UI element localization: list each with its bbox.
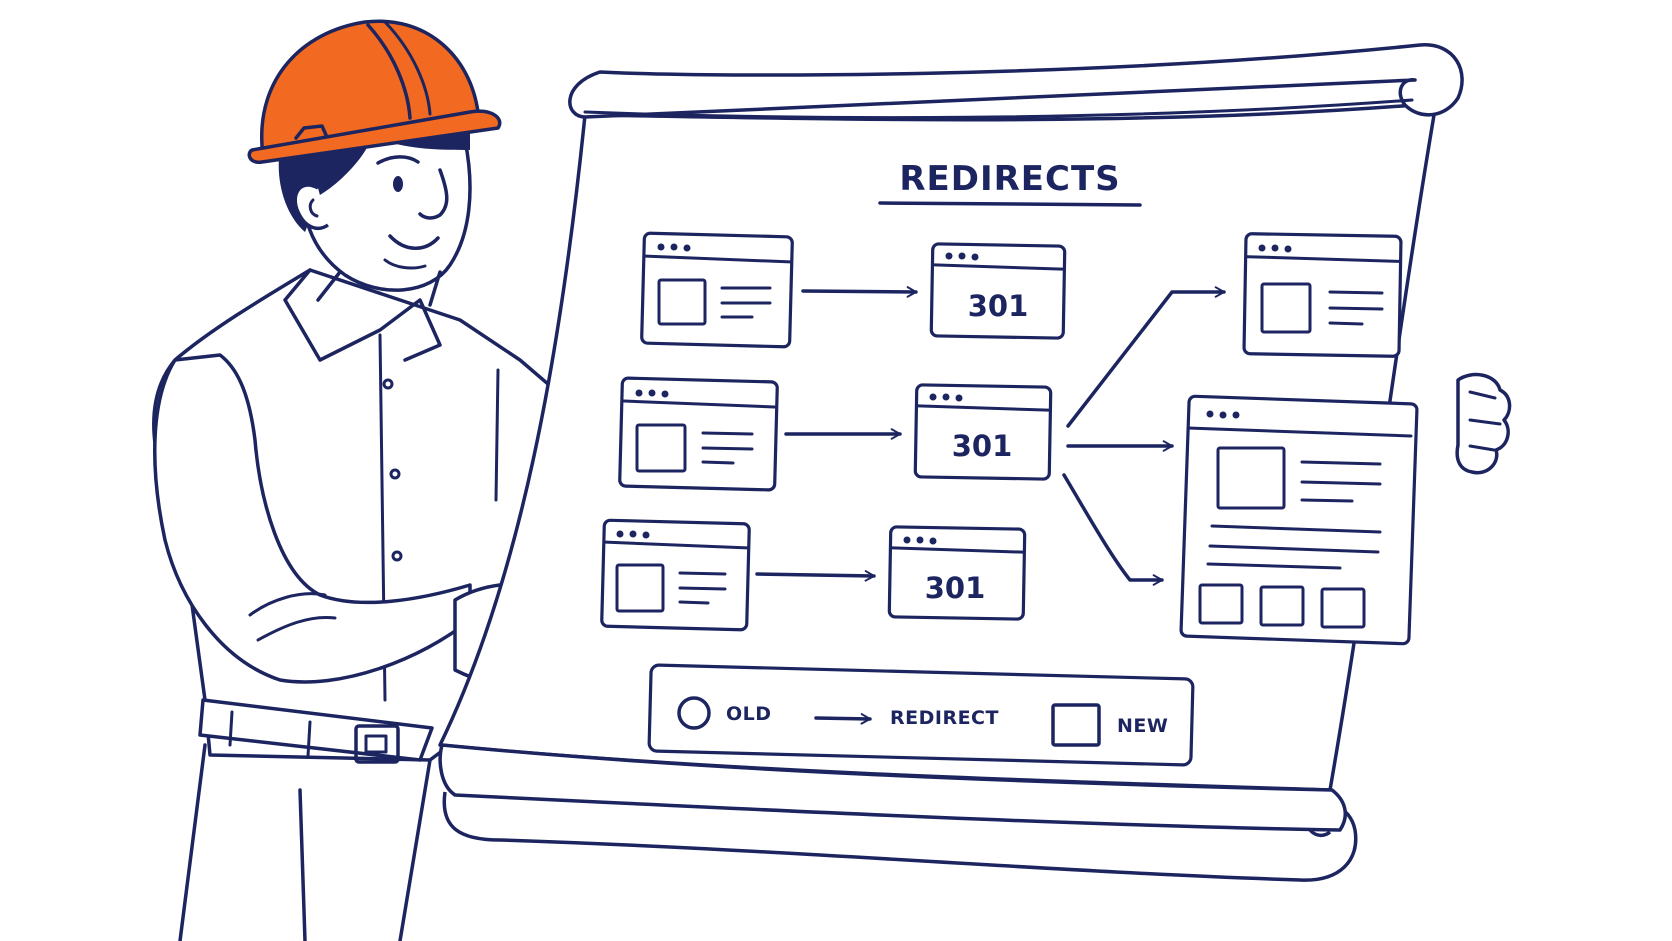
sleeve-cuff — [248, 592, 337, 642]
right-hand — [1455, 372, 1512, 475]
title-underline — [878, 201, 1142, 207]
finger-line — [1468, 390, 1502, 452]
legend-box — [647, 663, 1195, 767]
hard-hat-ridge — [383, 20, 432, 116]
legend-redirect-icon — [814, 713, 872, 725]
hard-hat-dome — [260, 19, 480, 152]
legend-new-icon — [1051, 703, 1101, 747]
legend: OLD REDIRECT NEW — [647, 663, 1195, 767]
scroll-bottom-lip — [438, 743, 1348, 832]
redirect-diagram: REDIRECTS — [600, 159, 1419, 767]
legend-old-icon — [677, 696, 711, 730]
hard-hat-ridge — [366, 23, 412, 120]
shirt-fold — [494, 368, 500, 502]
belt-buckle — [354, 724, 400, 764]
arrow-old3-to-301 — [755, 570, 876, 582]
redirect-code-3: 301 — [925, 571, 986, 605]
old-page-1 — [640, 231, 794, 349]
hard-hat-brim — [247, 109, 502, 164]
old-page-2 — [618, 376, 779, 492]
redirect-code-1: 301 — [968, 289, 1029, 323]
diagram-title: REDIRECTS — [899, 159, 1120, 199]
hair — [278, 130, 470, 232]
chin — [383, 258, 427, 270]
shirt-button — [382, 378, 394, 390]
old-page-3 — [600, 518, 751, 632]
neck — [316, 270, 442, 307]
redirect-box-2: 301 — [913, 383, 1053, 481]
engineer-figure — [152, 19, 592, 941]
belt — [198, 698, 434, 762]
belt-buckle-inner — [364, 734, 388, 754]
pants — [178, 743, 432, 941]
scroll-top-roll — [568, 43, 1464, 119]
hard-hat-clip — [294, 124, 328, 140]
arrow-301-to-new1 — [1066, 286, 1226, 428]
redirect-arrows — [755, 286, 1226, 586]
new-page-1 — [1242, 232, 1403, 358]
ear-inner — [308, 198, 319, 218]
legend-old-label: OLD — [726, 703, 772, 725]
eye — [393, 176, 403, 192]
redirect-box-1: 301 — [929, 242, 1067, 340]
shirt-collar — [283, 268, 442, 362]
arrow-301-to-new2-lower — [1062, 473, 1164, 586]
redirect-box-3: 301 — [887, 525, 1027, 621]
legend-redirect-label: REDIRECT — [890, 707, 999, 729]
shirt-button — [391, 550, 403, 562]
arrow-old1-to-301 — [801, 286, 918, 298]
redirect-code-2: 301 — [952, 429, 1013, 463]
mouth — [388, 234, 440, 250]
belt-loop — [228, 710, 312, 758]
legend-new-label: NEW — [1117, 715, 1168, 737]
hard-hat — [247, 19, 502, 164]
shirt-button — [389, 468, 401, 480]
scroll-top-edge — [583, 98, 1414, 120]
new-page-2 — [1179, 394, 1419, 646]
nose — [418, 168, 449, 220]
eyebrow — [376, 155, 420, 165]
